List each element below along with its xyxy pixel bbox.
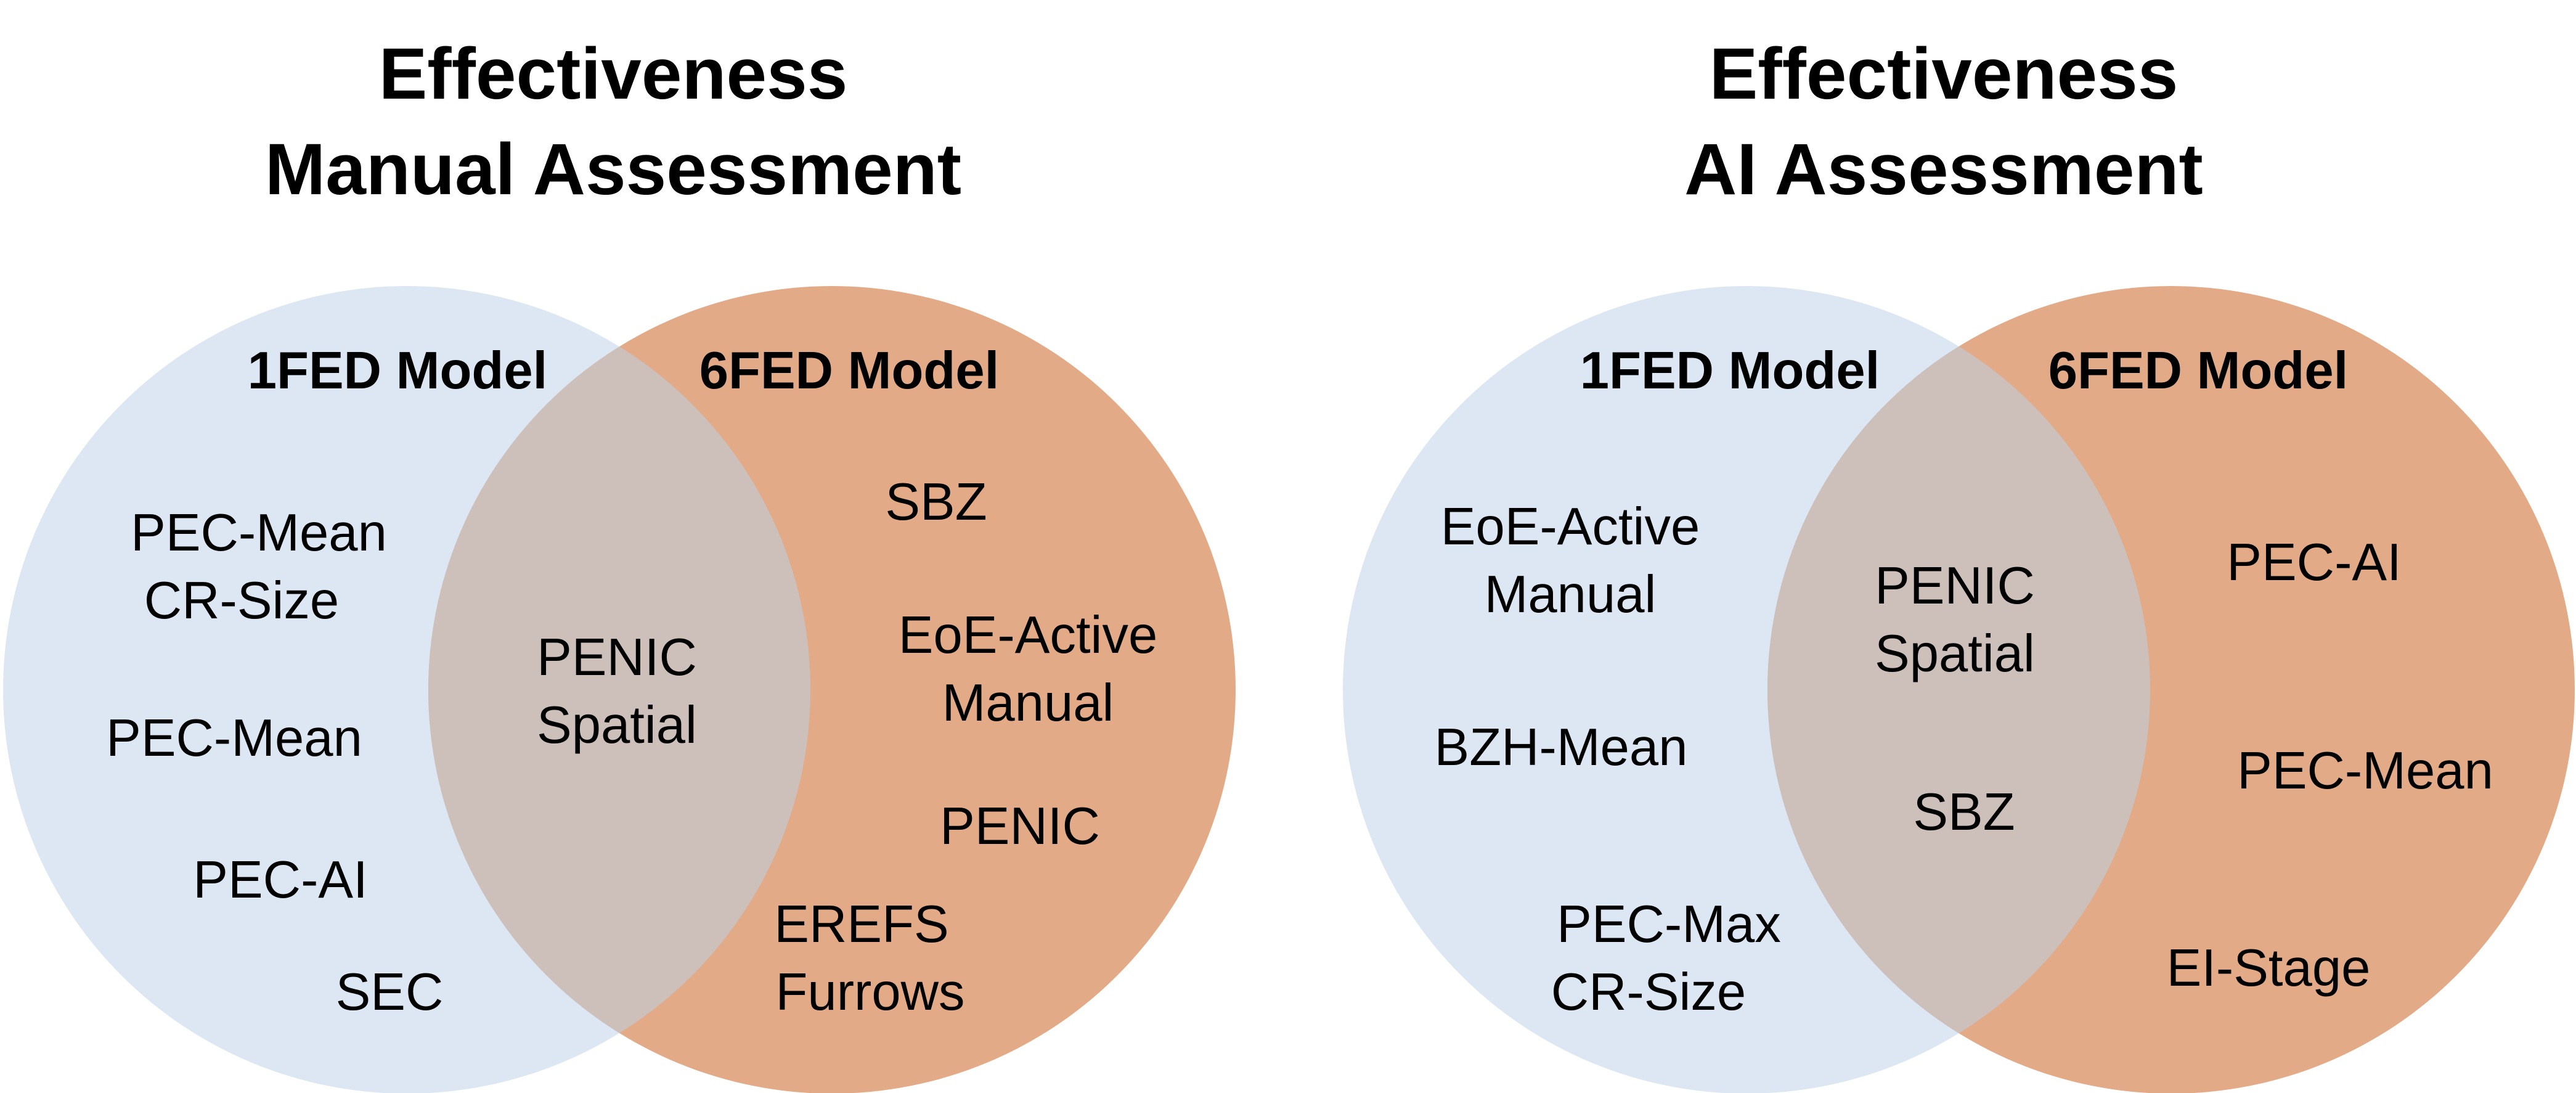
item-6fed: PEC-Mean: [2237, 742, 2493, 800]
item-6fed: Furrows: [776, 963, 965, 1021]
item-6fed: PENIC: [940, 797, 1100, 856]
venn-overlap-region: [1767, 286, 2150, 1093]
item-6fed: Manual: [942, 674, 1114, 732]
item-1fed: CR-Size: [144, 571, 339, 630]
set-label-1fed: 1FED Model: [248, 342, 547, 400]
item-overlap: PENIC: [1875, 557, 2035, 615]
item-1fed: CR-Size: [1551, 963, 1746, 1021]
item-6fed: EI-Stage: [2167, 939, 2371, 997]
item-6fed: EoE-Active: [899, 606, 1157, 665]
panel-ai-assessment: Effectiveness AI Assessment 1FED Model 6…: [1343, 33, 2575, 1093]
item-1fed: Manual: [1485, 565, 1657, 624]
item-1fed: PEC-AI: [193, 851, 367, 909]
set-label-6fed: 6FED Model: [2048, 342, 2348, 400]
set-label-1fed: 1FED Model: [1580, 342, 1880, 400]
panel-title-line1: Effectiveness: [1710, 33, 2179, 115]
item-overlap: Spatial: [537, 696, 697, 755]
set-label-6fed: 6FED Model: [699, 342, 999, 400]
item-6fed: PEC-AI: [2227, 533, 2401, 592]
item-overlap: PENIC: [537, 628, 697, 687]
panel-title-line1: Effectiveness: [379, 33, 848, 115]
item-1fed: SEC: [336, 963, 444, 1021]
panel-title-line2: Manual Assessment: [265, 129, 961, 210]
panel-title-line2: AI Assessment: [1684, 129, 2203, 210]
item-1fed: PEC-Mean: [131, 504, 387, 562]
panel-manual-assessment: Effectiveness Manual Assessment 1FED Mod…: [3, 33, 1236, 1093]
item-1fed: BZH-Mean: [1435, 718, 1688, 777]
item-6fed: SBZ: [885, 473, 987, 531]
item-1fed: EoE-Active: [1441, 497, 1700, 556]
item-1fed: PEC-Max: [1557, 895, 1781, 954]
item-overlap: Spatial: [1875, 624, 2035, 683]
venn-overlap-region: [428, 286, 810, 1093]
item-6fed: EREFS: [774, 895, 948, 954]
item-1fed: PEC-Mean: [106, 709, 362, 768]
item-overlap: SBZ: [1913, 783, 2015, 841]
